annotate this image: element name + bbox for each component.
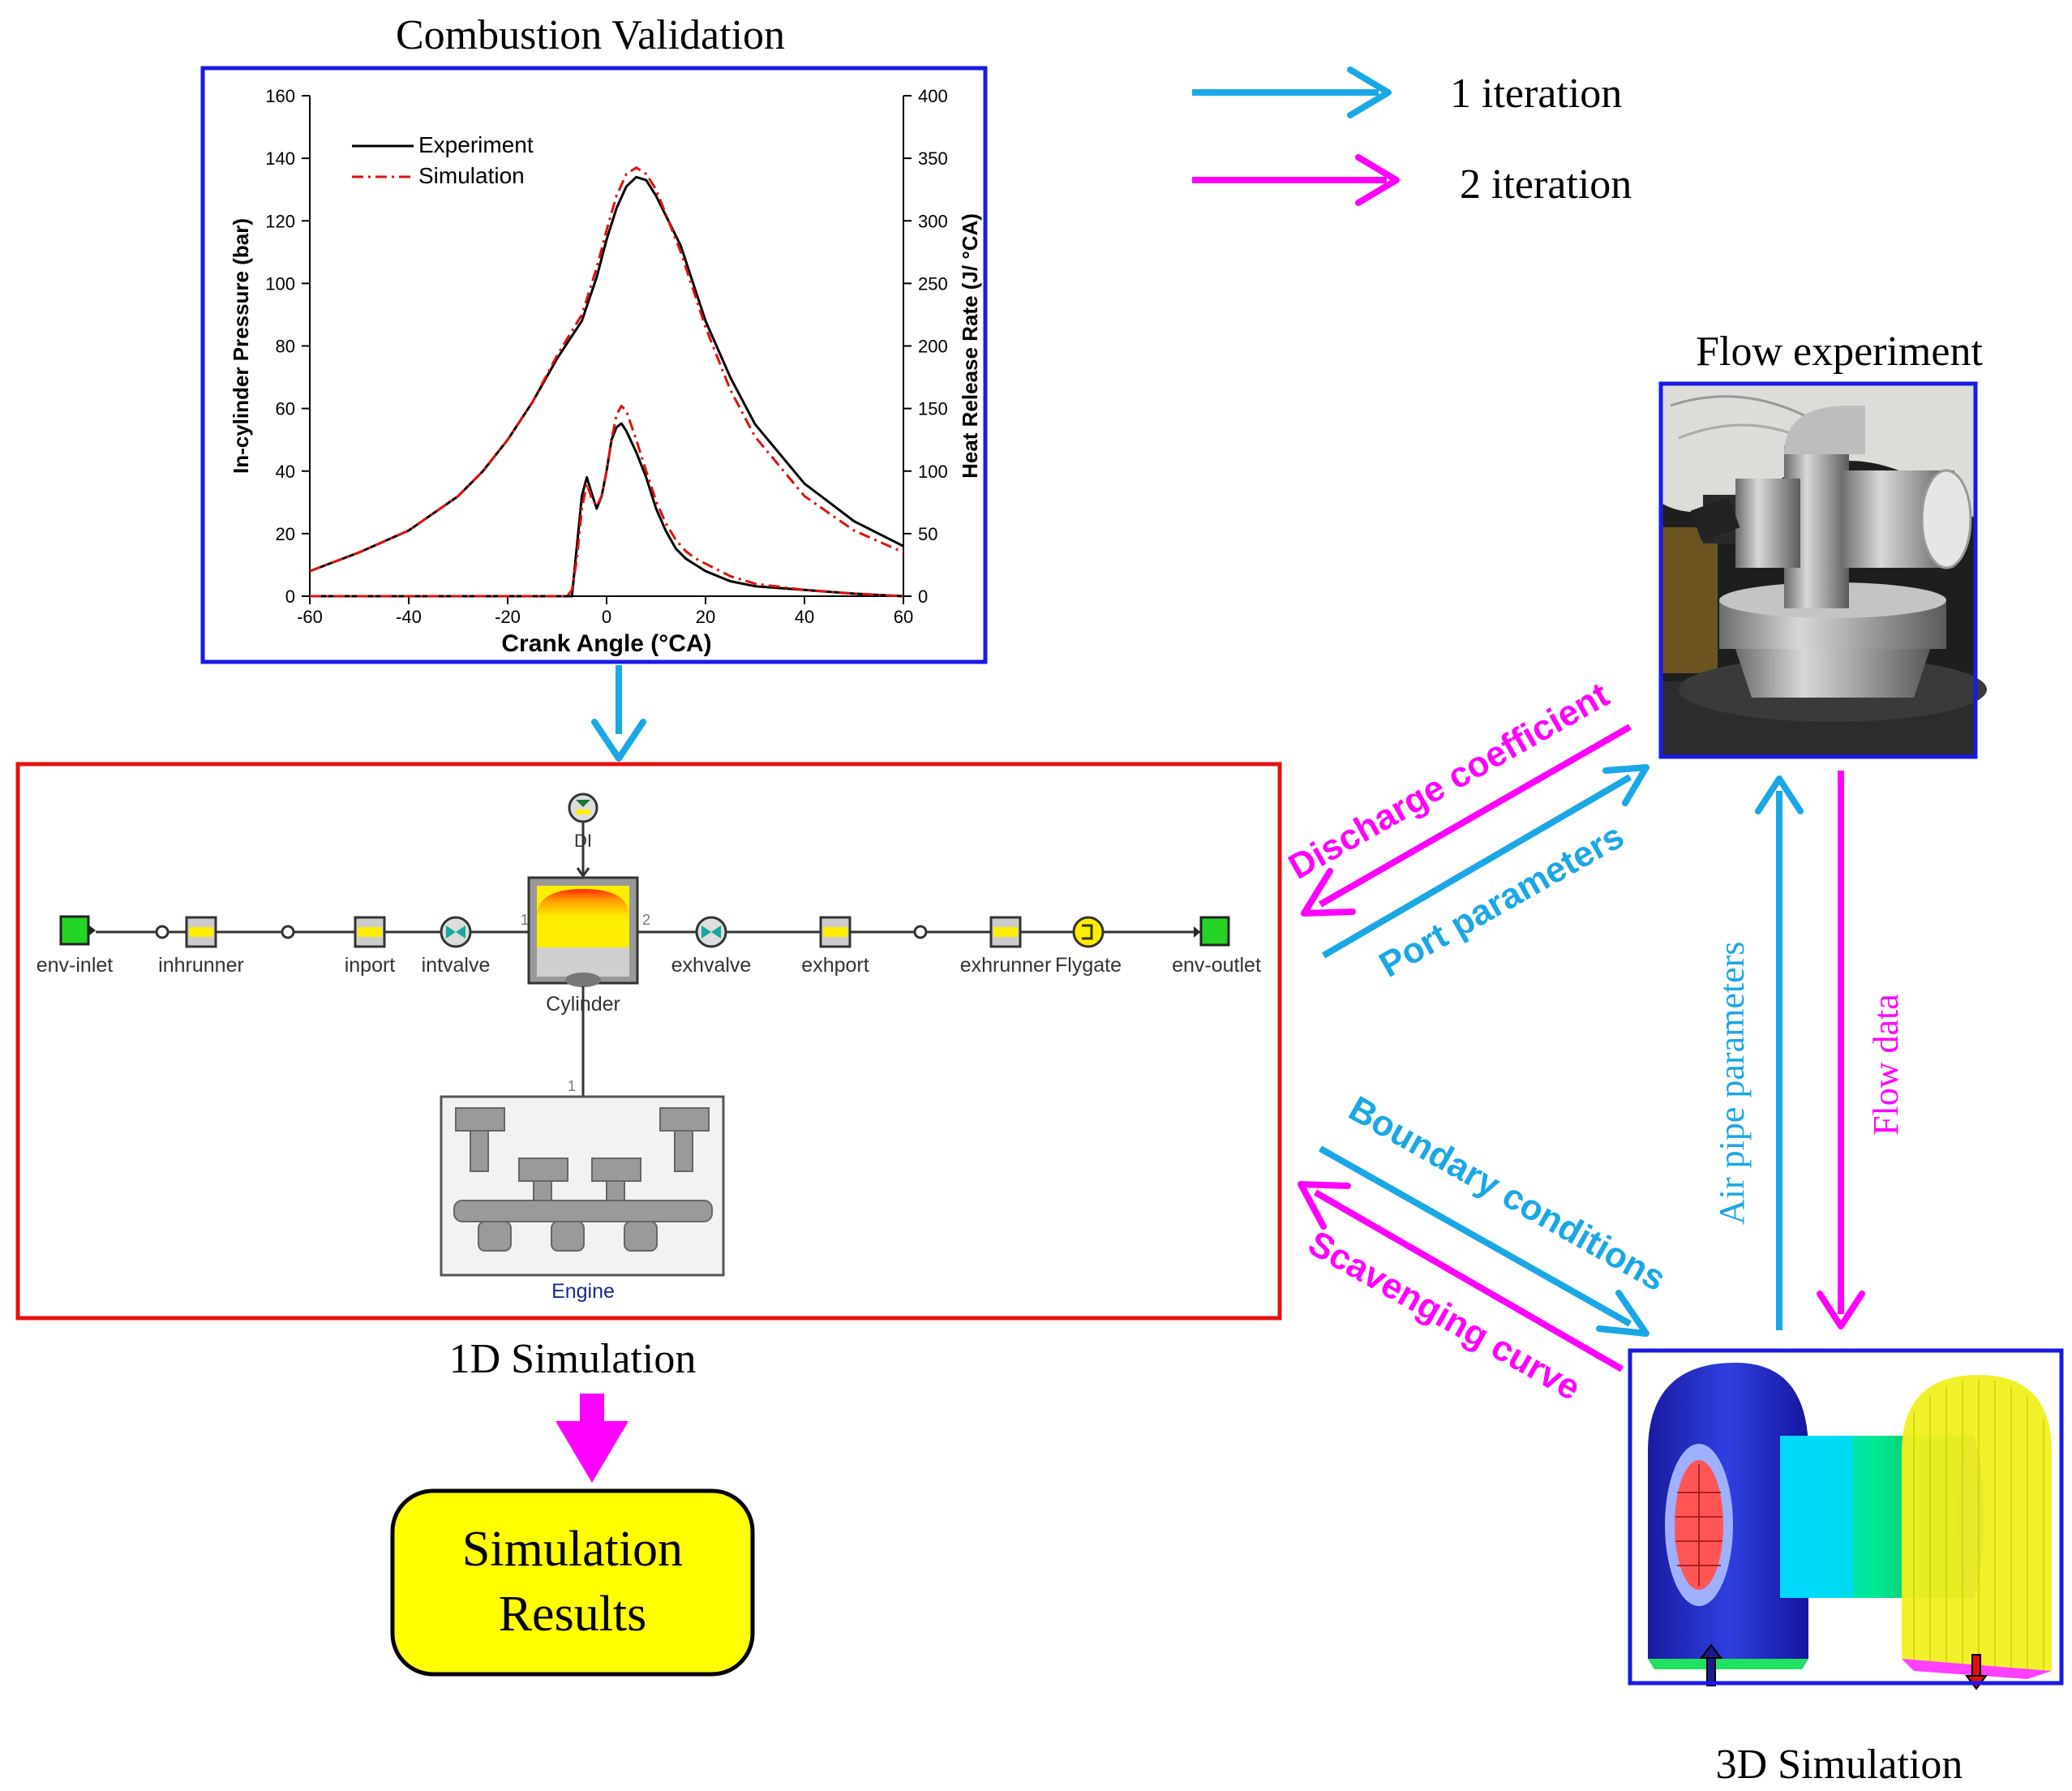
flow-experiment-photo (1658, 381, 1987, 759)
label-inport: inport (345, 954, 396, 977)
label-exhrunner: exhrunner (960, 954, 1052, 977)
label-scavenging-curve: Scavenging curve (1302, 1223, 1587, 1408)
legend-experiment-label: Experiment (418, 132, 534, 157)
legend-simulation-label: Simulation (418, 163, 525, 188)
engine-label: Engine (551, 1280, 615, 1303)
y-right-tick-label: 100 (918, 462, 948, 482)
label-env-outlet: env-outlet (1172, 954, 1261, 977)
label-flygate: Flygate (1055, 954, 1122, 977)
label-flow-data: Flow data (1866, 994, 1906, 1136)
combustion-title: Combustion Validation (396, 12, 785, 58)
x-axis-label: Crank Angle (°CA) (501, 630, 711, 657)
y-left-tick-label: 60 (276, 399, 295, 419)
gt-model-frame (15, 762, 1282, 1321)
y-left-tick-label: 0 (285, 586, 295, 607)
y-right-tick-label: 300 (918, 211, 948, 231)
y-right-tick-label: 150 (918, 399, 948, 419)
label-inhrunner: inhrunner (158, 954, 244, 977)
x-tick-label: 40 (795, 607, 814, 627)
chart-frame (200, 66, 988, 664)
exhvalve-block[interactable] (695, 916, 727, 948)
cylinder-port-2: 2 (642, 912, 650, 928)
series-experiment-right (310, 422, 904, 598)
sim3d-mesh-image (1628, 1348, 2064, 1690)
y-left-tick-label: 100 (265, 273, 295, 294)
arrow-boundary-conditions (1319, 1145, 1649, 1337)
y-axis-left-label: In-cylinder Pressure (bar) (229, 218, 253, 474)
arrow-airpipe-parameters (1755, 775, 1804, 1330)
results-line2: Results (499, 1587, 647, 1642)
iteration-legend: 1 iteration 2 iteration (1192, 67, 1632, 208)
y-left-tick-label: 40 (276, 462, 295, 482)
y-right-tick-label: 400 (918, 86, 948, 106)
arrow-scavenging-curve (1298, 1181, 1624, 1372)
results-line1: Simulation (462, 1522, 683, 1577)
x-tick-label: -60 (297, 607, 323, 627)
gt-model: 1 2 DI (36, 792, 1261, 1303)
x-tick-label: 0 (602, 607, 611, 627)
arrow-1d-to-results (556, 1394, 628, 1483)
y-right-tick-label: 200 (918, 337, 948, 357)
y-left-tick-label: 140 (265, 148, 295, 169)
label-exhport: exhport (801, 954, 869, 977)
y-left-tick-label: 20 (276, 524, 295, 544)
y-right-tick-label: 0 (918, 586, 928, 607)
simulation-results-box: Simulation Results (390, 1488, 755, 1677)
intvalve-block[interactable] (440, 916, 472, 948)
flygate-block[interactable] (1072, 916, 1105, 948)
arrow-chart-to-1d (591, 665, 646, 762)
y-left-tick-label: 160 (265, 86, 295, 106)
engine-block[interactable] (440, 1095, 725, 1277)
arrow-discharge-coefficient (1301, 724, 1632, 917)
engine-port-1: 1 (568, 1078, 576, 1094)
label-intvalve: intvalve (422, 954, 491, 977)
env-outlet-block[interactable] (1194, 916, 1230, 947)
inport-block[interactable] (354, 916, 386, 948)
env-inlet-block[interactable] (59, 915, 96, 946)
exhrunner-block[interactable] (989, 916, 1022, 948)
label-exhvalve: exhvalve (671, 954, 752, 977)
cylinder-port-1: 1 (521, 912, 529, 928)
x-tick-label: 60 (894, 607, 913, 627)
label-env-inlet: env-inlet (36, 954, 114, 977)
inhrunner-block[interactable] (185, 916, 217, 948)
x-tick-label: -20 (495, 607, 521, 627)
y-left-tick-label: 80 (276, 337, 295, 357)
y-right-tick-label: 350 (918, 148, 948, 169)
y-left-tick-label: 120 (265, 211, 295, 231)
series-experiment-left (309, 175, 904, 573)
legend-iter2: 2 iteration (1460, 161, 1632, 208)
sim1d-title: 1D Simulation (449, 1336, 697, 1382)
y-axis-right-label: Heat Release Rate (J/ °CA) (958, 213, 982, 479)
di-injector-block[interactable] (568, 792, 598, 878)
x-tick-label: 20 (696, 607, 715, 627)
label-airpipe-parameters: Air pipe parameters (1712, 942, 1752, 1225)
series-simulation-right (310, 405, 904, 598)
y-right-tick-label: 250 (918, 273, 948, 294)
legend-iter1: 1 iteration (1450, 71, 1622, 117)
exhport-block[interactable] (819, 916, 852, 948)
x-tick-label: -40 (396, 607, 422, 627)
cylinder-block[interactable] (527, 876, 639, 987)
series-simulation-left (309, 166, 904, 573)
flow-experiment-title: Flow experiment (1696, 329, 1983, 375)
sim3d-title: 3D Simulation (1716, 1742, 1963, 1788)
y-right-tick-label: 50 (918, 524, 937, 544)
arrow-flow-data (1817, 771, 1865, 1329)
arrow-port-parameters (1321, 764, 1649, 959)
di-label: DI (574, 831, 592, 851)
